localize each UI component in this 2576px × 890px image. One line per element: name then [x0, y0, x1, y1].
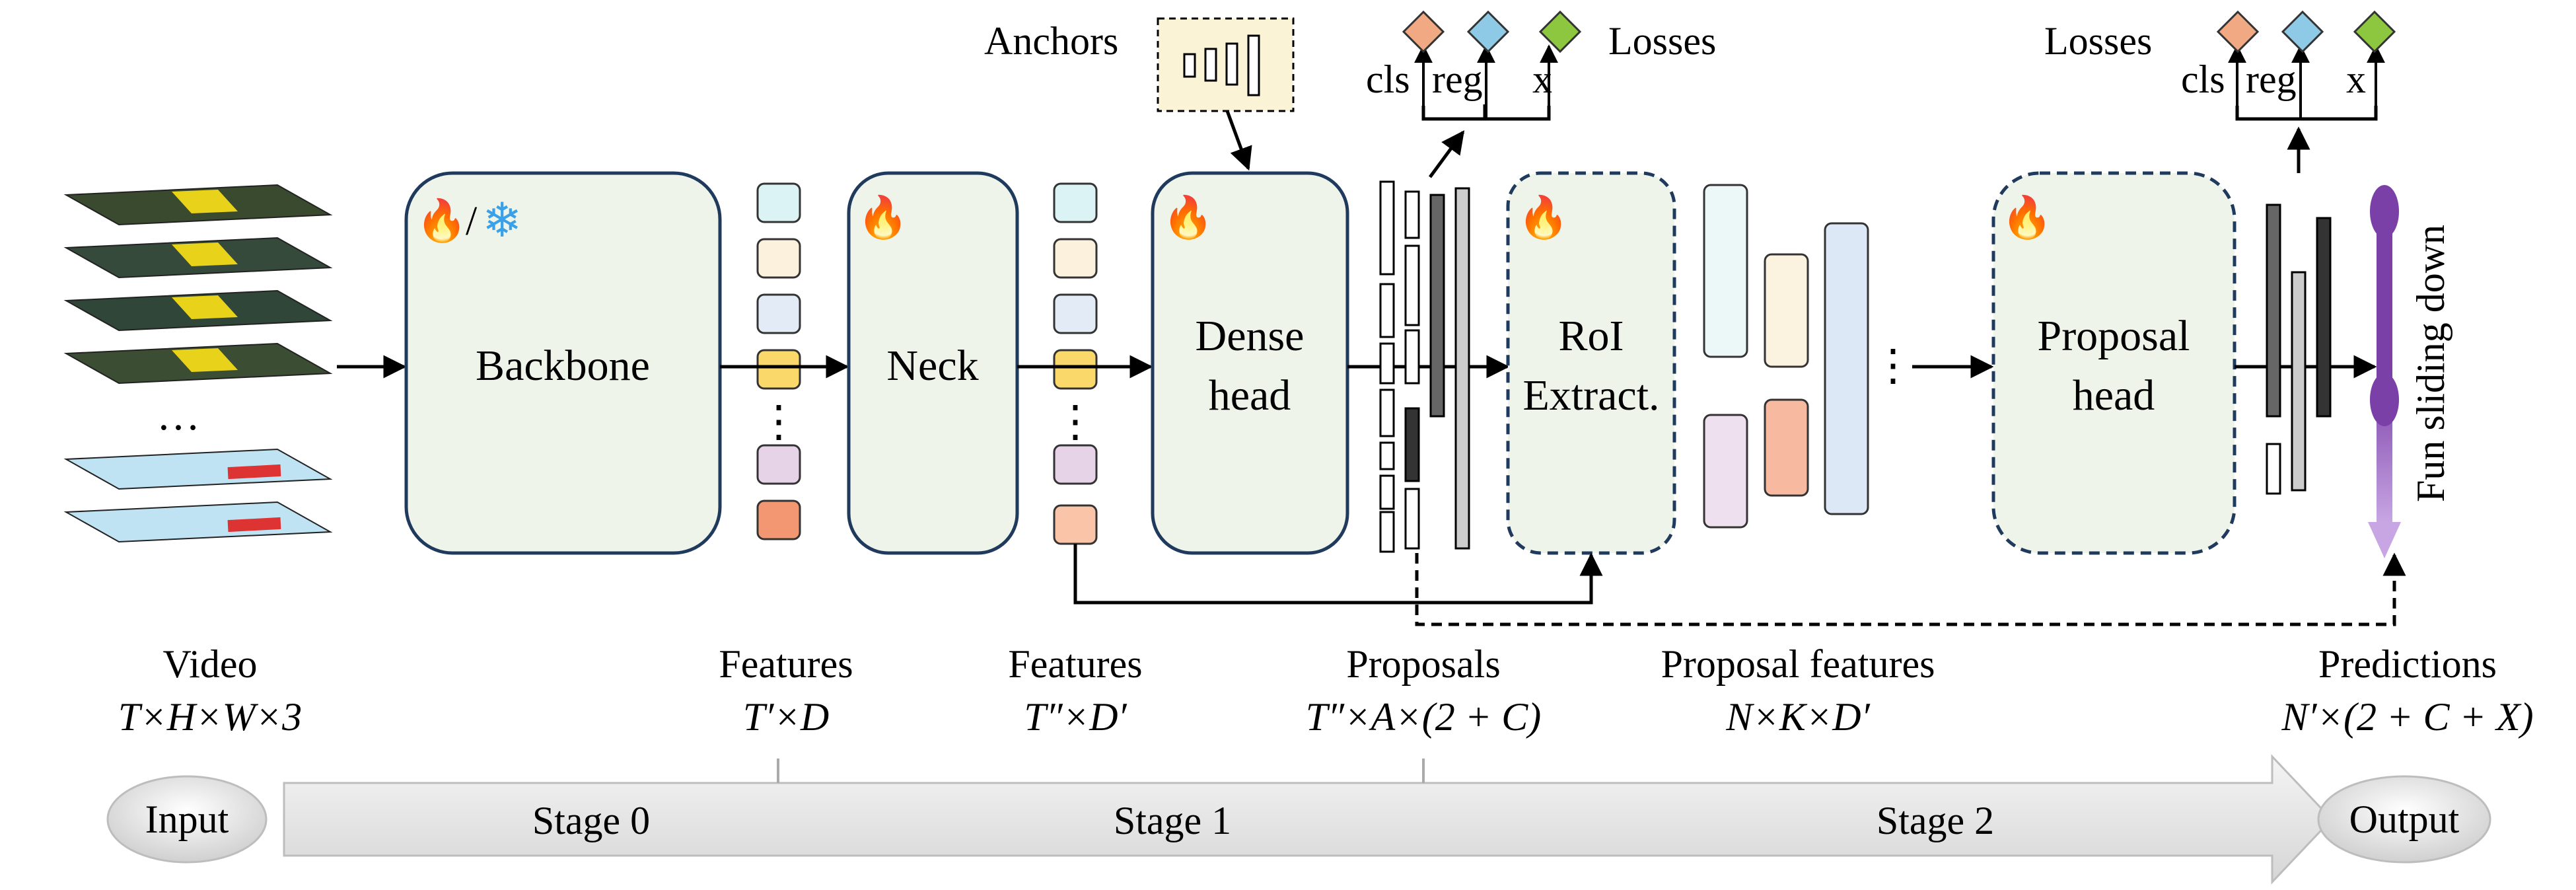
features-1-dots: ⋮ [757, 398, 801, 446]
video-caption: Video [162, 642, 257, 686]
loss-x-label: x [2346, 57, 2366, 101]
video-frame-3 [63, 289, 333, 332]
proposal-features-dots: ⋮ [1871, 342, 1915, 390]
proposals-caption: Proposals [1346, 642, 1500, 686]
propfeat-caption: Proposal features [1661, 642, 1935, 686]
video-shape: T×H×W×3 [118, 695, 302, 739]
loss-x-icon [1538, 10, 1582, 54]
loss-cls-icon [2216, 10, 2260, 54]
predictions-caption: Predictions [2318, 642, 2497, 686]
backbone-label: Backbone [476, 342, 650, 390]
proposals-bars [1379, 180, 1470, 553]
features-1-stack: ⋮ [756, 182, 801, 540]
fire-icon: 🔥 [857, 194, 908, 241]
output-label: Output [2349, 797, 2460, 841]
dense-head-label-2: head [1209, 371, 1291, 420]
stage1-label: Stage 1 [1114, 799, 1231, 842]
proposal-features-stack: ⋮ [1703, 184, 1915, 529]
dense-head-module: 🔥 Dense head [1151, 171, 1349, 555]
skip-proposals-predictions [1415, 552, 2406, 626]
fire-icon: 🔥 [416, 197, 467, 244]
features-2-stack: ⋮ [1053, 182, 1098, 545]
stage2-label: Stage 2 [1877, 799, 1994, 842]
loss-reg-icon [1466, 10, 1510, 54]
features2-shape: T″×D′ [1024, 695, 1127, 739]
predictions-bars [2266, 204, 2332, 495]
neck-label: Neck [886, 342, 978, 390]
proposal-head-label-1: Proposal [2038, 312, 2190, 360]
video-frame-6 [63, 501, 333, 543]
skip-features-roi [1073, 544, 1603, 605]
stage-timeline: Stage 0 Stage 1 Stage 2 [283, 754, 2334, 885]
loss-reg-icon [2281, 10, 2324, 54]
stage0-label: Stage 0 [532, 799, 650, 842]
video-frame-1 [63, 184, 333, 226]
neck-module: 🔥 Neck [847, 171, 1019, 555]
proposal-head-label-2: head [2073, 371, 2155, 420]
proposals-shape: T″×A×(2 + C) [1306, 695, 1541, 739]
fire-icon: 🔥 [2001, 194, 2052, 241]
features-2-dots: ⋮ [1054, 398, 1097, 446]
features1-shape: T′×D [743, 695, 829, 739]
fun-slider: Fun sliding down [2368, 185, 2452, 558]
loss-x-label: x [1532, 57, 1552, 101]
video-dots: … [157, 391, 200, 439]
roi-label-1: RoI [1559, 312, 1624, 360]
backbone-module: 🔥 / ❄ Backbone [404, 171, 722, 555]
features2-caption: Features [1008, 642, 1142, 686]
fire-icon: 🔥 [1518, 194, 1569, 241]
arrow-anchors-densehead [1225, 110, 1252, 171]
losses-top-label: Losses [1608, 19, 1716, 63]
loss-reg-label: reg [1432, 57, 1483, 101]
losses-right-label: Losses [2044, 19, 2152, 63]
loss-x-icon [2353, 10, 2396, 54]
propfeat-shape: N×K×D′ [1725, 695, 1870, 739]
anchors-label: Anchors [984, 19, 1118, 63]
roi-extract-module: 🔥 RoI Extract. [1506, 171, 1676, 555]
input-node [106, 775, 268, 864]
video-frame-4 [63, 342, 333, 385]
proposal-head-module: 🔥 Proposal head [1991, 171, 2236, 555]
video-frame-2 [63, 237, 333, 279]
losses-right-bracket [2228, 44, 2385, 121]
arrow-proposals-losses [1428, 130, 1465, 178]
slider-text: Fun sliding down [2409, 225, 2452, 502]
losses-top-bracket [1414, 44, 1558, 121]
video-frames: … [63, 184, 333, 543]
dense-head-label-1: Dense [1196, 312, 1305, 360]
roi-label-2: Extract. [1522, 371, 1659, 420]
output-node [2317, 775, 2491, 864]
input-label: Input [145, 797, 229, 841]
svg-text:/: / [466, 199, 478, 244]
loss-cls-label: cls [2181, 57, 2225, 101]
snowflake-icon: ❄ [482, 194, 522, 247]
fire-icon: 🔥 [1163, 194, 1213, 241]
video-frame-5 [63, 448, 333, 490]
features1-caption: Features [719, 642, 853, 686]
loss-cls-icon [1402, 10, 1445, 54]
anchors-box [1157, 17, 1295, 112]
predictions-shape: N′×(2 + C + X) [2281, 695, 2533, 739]
loss-reg-label: reg [2246, 57, 2297, 101]
loss-cls-label: cls [1366, 57, 1410, 101]
